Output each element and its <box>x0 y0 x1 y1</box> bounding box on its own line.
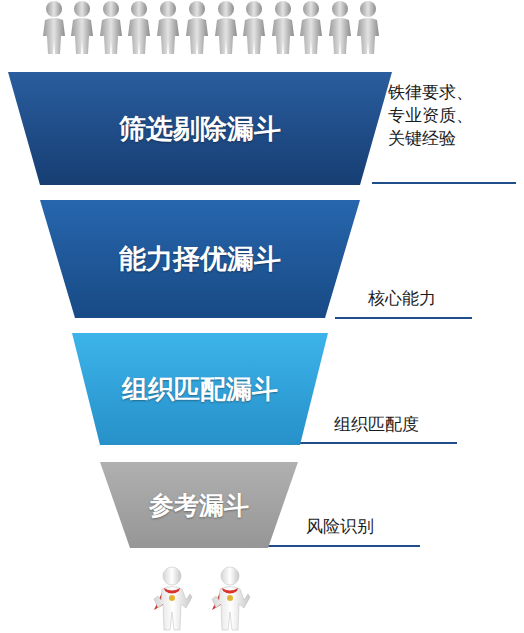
funnel-band: 参考漏斗 <box>100 462 298 548</box>
selected-people <box>154 567 250 630</box>
funnel-band: 筛选剔除漏斗 <box>8 72 392 185</box>
band-fill <box>72 333 328 445</box>
band-fill <box>8 72 392 185</box>
band-title: 组织匹配漏斗 <box>122 372 278 407</box>
band-title: 筛选剔除漏斗 <box>119 111 281 147</box>
band-title: 参考漏斗 <box>149 489 249 522</box>
side-note: 核心能力 <box>368 288 488 311</box>
band-fill <box>40 200 360 318</box>
band-title: 能力择优漏斗 <box>119 241 281 277</box>
funnel-band: 能力择优漏斗 <box>40 200 360 318</box>
side-note: 铁律要求、 专业资质、 关键经验 <box>388 82 480 151</box>
crowd <box>43 1 379 54</box>
side-note: 组织匹配度 <box>334 414 464 437</box>
funnel-band: 组织匹配漏斗 <box>72 333 328 445</box>
side-note: 风险识别 <box>306 516 426 539</box>
band-fill <box>100 462 298 548</box>
